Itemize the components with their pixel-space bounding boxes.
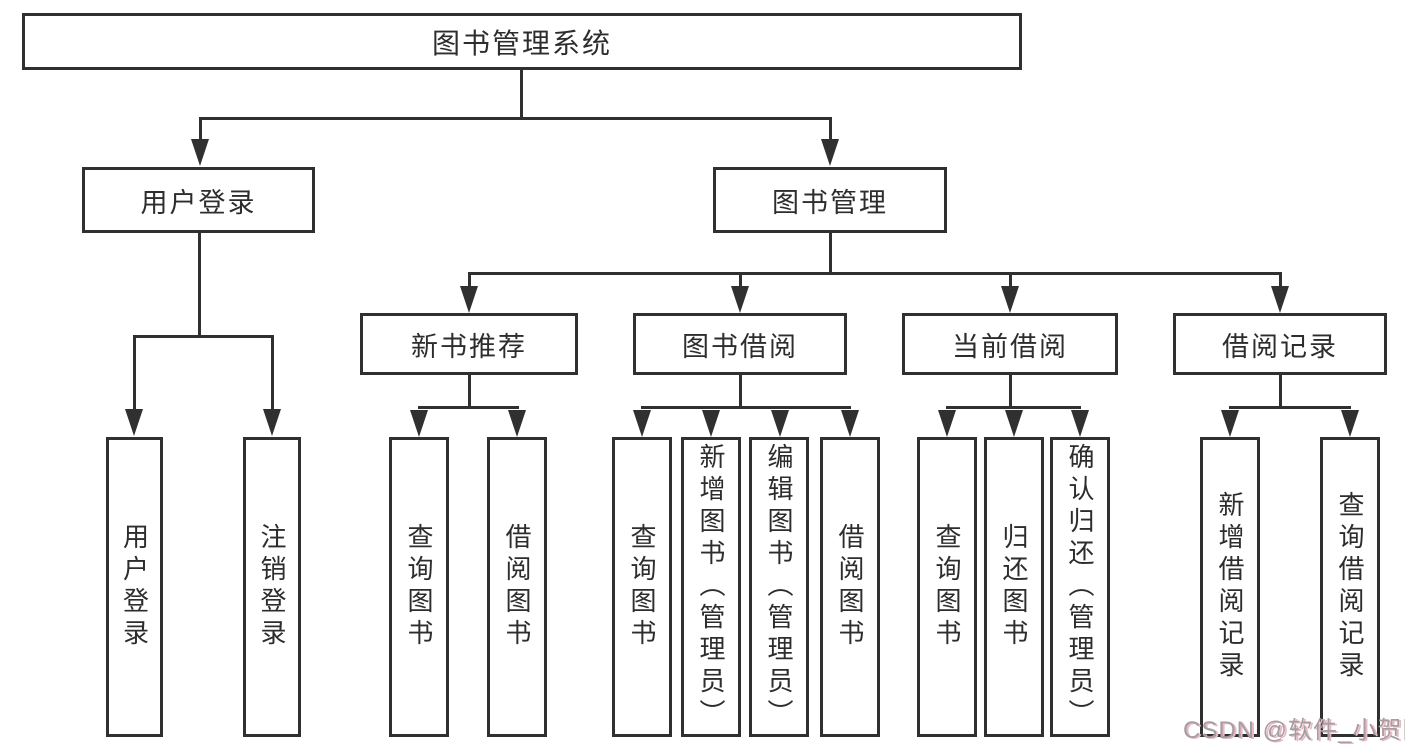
node-label: 新书推荐 <box>411 331 527 362</box>
leaf-label: 查询图书 <box>627 523 657 651</box>
leaf-logout-login: 注销登录 <box>243 437 301 737</box>
arrow-nb-query-books <box>410 410 428 437</box>
leaf-label: 确认归还（管理员） <box>1065 443 1095 731</box>
leaf-rec-query-borrow-record: 查询借阅记录 <box>1320 437 1380 737</box>
leaf-rec-add-borrow-record: 新增借阅记录 <box>1200 437 1260 737</box>
arrow-leaf-user-login <box>125 409 143 436</box>
leaf-label: 归还图书 <box>999 523 1029 651</box>
connector-book-management-drop <box>829 119 832 147</box>
arrow-bb-add-book <box>702 410 720 437</box>
leaf-cb-return-books: 归还图书 <box>984 437 1044 737</box>
connector-current-borrowing-bar <box>946 406 1081 409</box>
node-label: 图书借阅 <box>682 331 798 362</box>
connector-root-stem <box>520 68 523 120</box>
node-borrowing-records: 借阅记录 <box>1173 313 1387 375</box>
connector-new-book-bar <box>418 406 519 409</box>
leaf-nb-query-books: 查询图书 <box>389 437 449 737</box>
leaf-cb-confirm-return-admin: 确认归还（管理员） <box>1050 437 1110 737</box>
connector-book-borrowing-drop <box>739 274 742 288</box>
arrow-book-management <box>821 139 839 166</box>
leaf-nb-borrow-books: 借阅图书 <box>487 437 547 737</box>
connector-level3-bar <box>468 272 1282 275</box>
leaf-label: 编辑图书（管理员） <box>764 443 794 731</box>
leaf-cb-query-books: 查询图书 <box>917 437 977 737</box>
leaf-label: 借阅图书 <box>835 523 865 651</box>
connector-leaf-user-login-drop <box>133 337 136 413</box>
connector-new-book-drop <box>468 274 471 288</box>
leaf-label: 查询图书 <box>404 523 434 651</box>
arrow-cb-confirm-return <box>1071 410 1089 437</box>
connector-current-borrowing-stem <box>1009 375 1012 409</box>
connector-borrowing-records-stem <box>1279 375 1282 409</box>
leaf-label: 用户登录 <box>119 523 150 651</box>
node-current-borrowing: 当前借阅 <box>902 313 1118 375</box>
node-label: 当前借阅 <box>952 331 1068 362</box>
connector-borrowing-records-bar <box>1229 406 1351 409</box>
arrow-cb-return-books <box>1005 410 1023 437</box>
node-user-login: 用户登录 <box>82 167 315 233</box>
node-book-borrowing: 图书借阅 <box>633 313 847 375</box>
leaf-label: 查询图书 <box>932 523 962 651</box>
connector-user-login-stem <box>198 231 201 337</box>
node-book-management: 图书管理 <box>713 167 947 233</box>
arrow-book-borrowing <box>731 286 749 313</box>
connector-book-borrowing-stem <box>739 375 742 409</box>
node-new-book-recommendation: 新书推荐 <box>360 313 578 375</box>
watermark-csdn: CSDN @软件_小贺同学 <box>1183 717 1405 744</box>
leaf-bb-borrow-books: 借阅图书 <box>820 437 880 737</box>
arrow-bb-borrow-books <box>841 410 859 437</box>
leaf-label: 借阅图书 <box>502 523 532 651</box>
leaf-bb-edit-book-admin: 编辑图书（管理员） <box>749 437 809 737</box>
leaf-label: 新增图书（管理员） <box>696 443 726 731</box>
arrow-new-book-recommendation <box>460 286 478 313</box>
node-label: 图书管理 <box>772 187 888 218</box>
leaf-label: 注销登录 <box>257 523 287 651</box>
connector-leaf-logout-drop <box>271 337 274 413</box>
node-library-management-system: 图书管理系统 <box>22 13 1022 70</box>
connector-borrowing-records-drop <box>1279 274 1282 288</box>
connector-current-borrowing-drop <box>1009 274 1012 288</box>
node-label: 借阅记录 <box>1222 331 1338 362</box>
arrow-leaf-logout <box>263 409 281 436</box>
leaf-bb-query-books: 查询图书 <box>612 437 672 737</box>
node-label: 用户登录 <box>140 187 257 218</box>
arrow-rec-query-record <box>1341 410 1359 437</box>
connector-book-borrowing-bar <box>641 406 851 409</box>
node-label: 图书管理系统 <box>431 27 612 59</box>
arrow-bb-edit-book <box>771 410 789 437</box>
arrow-current-borrowing <box>1001 286 1019 313</box>
arrow-nb-borrow-books <box>508 410 526 437</box>
arrow-user-login <box>191 139 209 166</box>
arrow-cb-query-books <box>938 410 956 437</box>
arrow-rec-add-record <box>1221 410 1239 437</box>
connector-user-login-bar <box>133 335 274 338</box>
connector-book-management-stem <box>829 231 832 275</box>
leaf-label: 查询借阅记录 <box>1335 491 1365 683</box>
connector-user-login-drop <box>199 119 202 147</box>
arrow-bb-query-books <box>633 410 651 437</box>
arrow-borrowing-records <box>1271 286 1289 313</box>
leaf-label: 新增借阅记录 <box>1215 491 1245 683</box>
leaf-bb-add-book-admin: 新增图书（管理员） <box>681 437 741 737</box>
leaf-user-login: 用户登录 <box>106 437 163 737</box>
connector-level2-bar <box>199 117 832 120</box>
connector-new-book-stem <box>468 375 471 409</box>
